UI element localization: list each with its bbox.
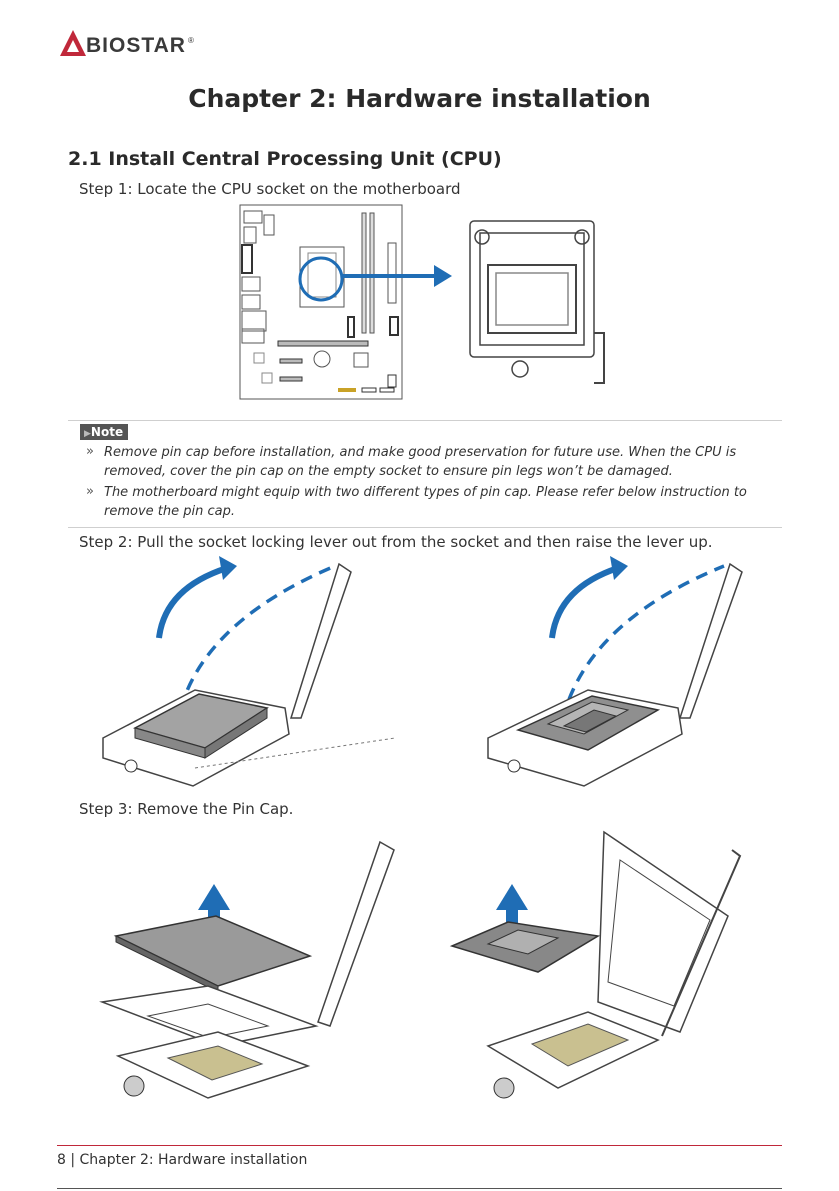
logo-text: BIOSTAR — [86, 34, 186, 57]
note-bullet-1: » — [86, 444, 94, 459]
registered-mark: ® — [188, 36, 194, 45]
biostar-logo: BIOSTAR ® — [60, 30, 200, 62]
step2-figure-left — [102, 556, 396, 787]
section-title: 2.1 Install Central Processing Unit (CPU… — [68, 148, 502, 170]
note-top-rule — [68, 420, 782, 421]
step2-figure-right — [487, 556, 743, 787]
biostar-logo-icon — [60, 30, 86, 56]
step3-figure-left — [99, 840, 395, 1099]
footer-text: 8 | Chapter 2: Hardware installation — [57, 1152, 308, 1168]
note-item-1-line1: Remove pin cap before installation, and … — [104, 445, 737, 460]
chapter-title: Chapter 2: Hardware installation — [188, 84, 651, 113]
step3-text: Step 3: Remove the Pin Cap. — [79, 800, 294, 818]
note-label: Note — [90, 425, 124, 439]
page-bottom-rule — [57, 1188, 782, 1189]
note-item-2-line2: remove the pin cap. — [104, 504, 235, 519]
step1-text: Step 1: Locate the CPU socket on the mot… — [79, 180, 461, 198]
footer-rule — [57, 1145, 782, 1146]
step2-text: Step 2: Pull the socket locking lever ou… — [79, 533, 713, 551]
note-badge: ▶Note — [80, 424, 129, 440]
motherboard-figure — [239, 204, 605, 400]
step3-figure-right — [449, 830, 742, 1099]
note-item-1-line2: removed, cover the pin cap on the empty … — [104, 464, 673, 479]
note-bottom-rule — [68, 527, 782, 528]
note-item-2-line1: The motherboard might equip with two dif… — [104, 485, 747, 500]
note-play-icon: ▶ — [84, 429, 91, 439]
note-bullet-2: » — [86, 484, 94, 499]
